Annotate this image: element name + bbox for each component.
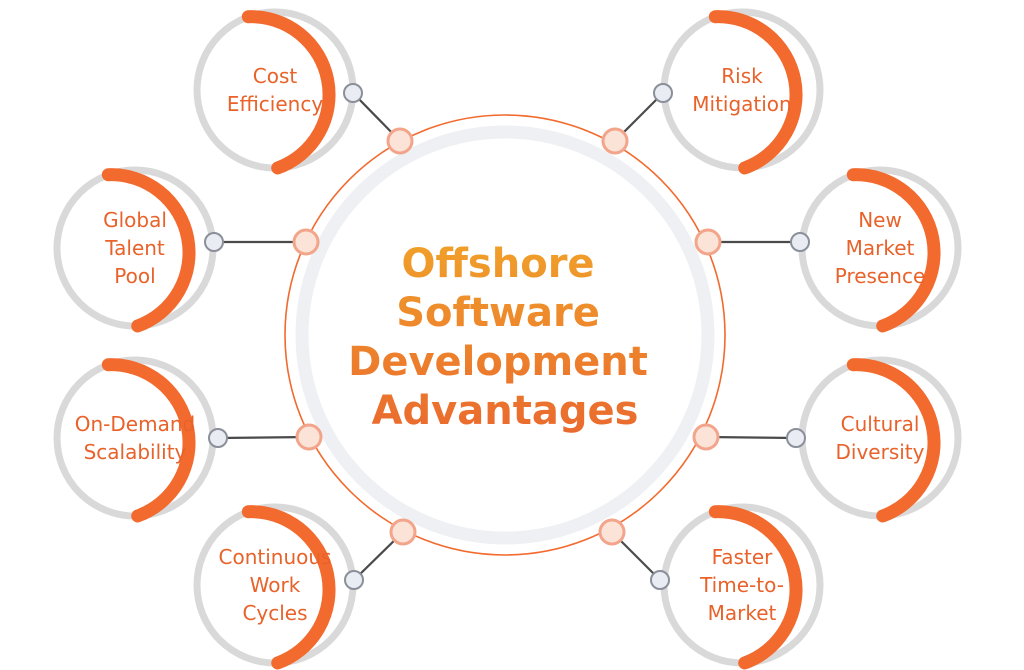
hub-connector-dot <box>598 518 626 546</box>
node-label-line: Time-to- <box>699 573 784 597</box>
node-label-line: Work <box>250 573 301 597</box>
node-accent-arc <box>708 505 803 670</box>
connector-line <box>705 435 797 440</box>
center-title-line-3: Development <box>348 339 648 385</box>
node-label-line: New <box>858 208 902 232</box>
node-label-line: Cycles <box>242 601 307 625</box>
node-connector-dot <box>653 83 673 103</box>
node-accent-arc <box>846 168 941 333</box>
hub-connector-dot <box>295 423 323 451</box>
hub-connector-dot <box>692 423 720 451</box>
center-outer-ring <box>284 114 726 556</box>
node-accent-arc <box>708 10 803 175</box>
node-label-line: Faster <box>712 545 773 569</box>
center-hub: Offshore Software Development Advantages <box>284 114 726 556</box>
node-connector-dot <box>204 232 224 252</box>
node-connector-dot <box>343 83 363 103</box>
node-label-line: Risk <box>721 64 763 88</box>
center-title: Offshore Software Development Advantages <box>348 241 662 434</box>
node-connector-dot <box>208 428 228 448</box>
node-accent-arc <box>101 168 196 333</box>
node-label-line: Mitigation <box>692 92 791 116</box>
node-label-line: Scalability <box>84 440 187 464</box>
node-accent-arc <box>846 358 941 523</box>
node-accent-arc <box>241 505 336 670</box>
node-label-line: Pool <box>114 264 155 288</box>
hub-connector-dot <box>694 228 722 256</box>
node-connector-dot <box>786 428 806 448</box>
connector-line <box>217 435 310 440</box>
hub-connector-dot <box>601 127 629 155</box>
node-label-line: Efficiency <box>227 92 324 116</box>
node-label-line: Cost <box>253 64 298 88</box>
hub-connector-dot <box>386 127 414 155</box>
node-connector-dot <box>650 570 670 590</box>
node-label-line: Talent <box>104 236 165 260</box>
node-label-line: Market <box>846 236 915 260</box>
node-label-line: Diversity <box>836 440 925 464</box>
node-accent-arc <box>241 10 336 175</box>
node-label-line: On-Demand <box>75 412 195 436</box>
node-label-line: Global <box>103 208 167 232</box>
node-label-line: Cultural <box>841 412 920 436</box>
node-label-line: Market <box>708 601 777 625</box>
center-title-line-2: Software <box>396 290 600 336</box>
node-label-line: Continuous <box>219 545 332 569</box>
connectors-layer <box>214 92 800 581</box>
node-accent-arc <box>101 358 196 523</box>
hub-connector-dot <box>389 518 417 546</box>
node-connector-dot <box>790 232 810 252</box>
center-inner-ring <box>295 125 715 545</box>
hub-connector-dot <box>292 228 320 256</box>
node-connector-dot <box>344 570 364 590</box>
center-title-line-1: Offshore <box>402 241 595 287</box>
node-label-line: Presence <box>835 264 926 288</box>
center-title-line-4: Advantages <box>372 388 639 434</box>
